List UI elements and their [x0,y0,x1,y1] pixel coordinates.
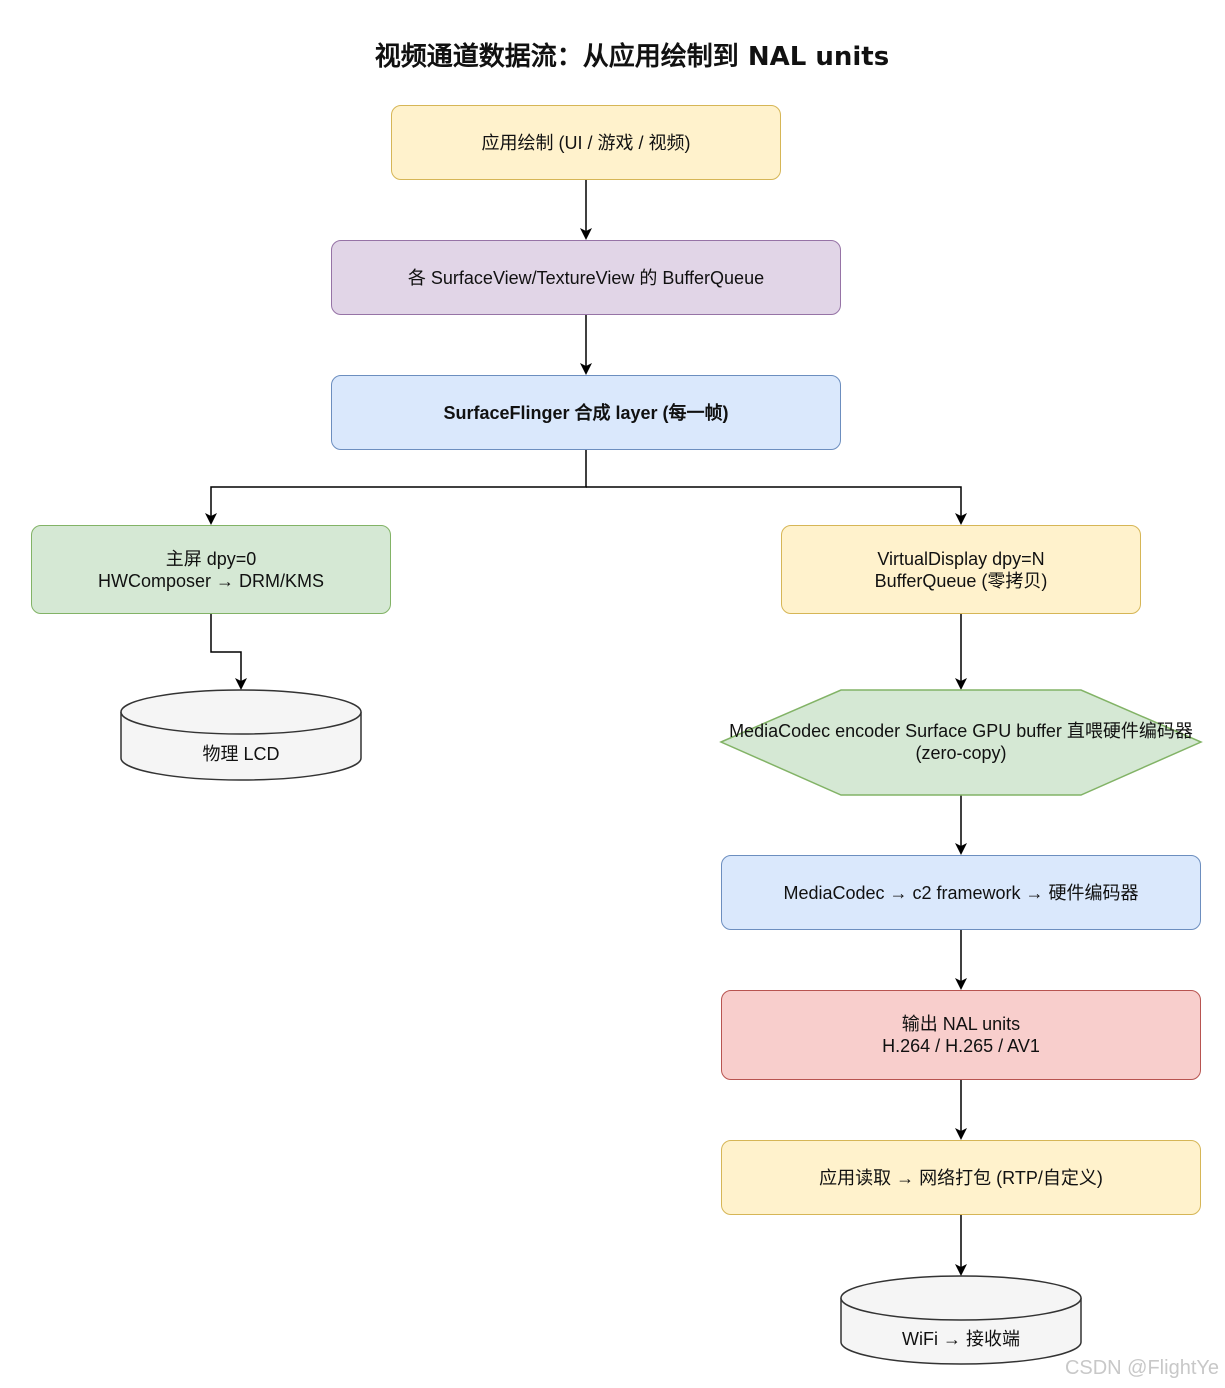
node-main-screen-line2: HWComposer → DRM/KMS [97,570,325,591]
node-nal-units-line1: 输出 NAL units [901,1014,1021,1034]
node-virtual-display-line1: VirtualDisplay dpy=N [877,548,1045,569]
node-encoder-surface-line1: MediaCodec encoder Surface [729,721,968,741]
edge-surfaceflinger-to-virtualdisplay [586,486,967,525]
node-wifi-label: WiFi → 接收端 [902,1329,1020,1349]
node-virtual-display: VirtualDisplay dpy=N BufferQueue (零拷贝) [781,525,1141,614]
encoder-surface-hexagon [719,689,1203,796]
node-main-screen-line1: 主屏 dpy=0 [165,548,257,569]
lcd-cylinder [120,689,362,781]
node-lcd-label: 物理 LCD [202,744,280,764]
node-mediacodec: MediaCodec → c2 framework → 硬件编码器 [721,855,1201,930]
edge-mainscreen-to-lcd [210,614,247,690]
node-surfaceflinger: SurfaceFlinger 合成 layer (每一帧) [331,375,841,450]
node-network-label: 应用读取 → 网络打包 (RTP/自定义) [819,1167,1103,1188]
node-mediacodec-label: MediaCodec → c2 framework → 硬件编码器 [783,882,1139,903]
node-virtual-display-line2: BufferQueue (零拷贝) [874,570,1048,591]
node-nal-units: 输出 NAL units H.264 / H.265 / AV1 [721,990,1201,1080]
watermark: CSDN @FlightYe [1064,1357,1219,1379]
node-nal-units-line2: H.264 / H.265 / AV1 [882,1036,1040,1056]
node-buffer-queue-label: 各 SurfaceView/TextureView 的 BufferQueue [407,267,765,288]
node-encoder-surface: MediaCodec encoder Surface GPU buffer 直喂… [721,720,1201,764]
node-network: 应用读取 → 网络打包 (RTP/自定义) [721,1140,1201,1215]
node-encoder-surface-line2: GPU buffer 直喂硬件编码器 (zero-copy) [915,721,1193,763]
node-main-screen: 主屏 dpy=0 HWComposer → DRM/KMS [31,525,391,614]
node-app-draw-label: 应用绘制 (UI / 游戏 / 视频) [481,132,691,153]
node-buffer-queue: 各 SurfaceView/TextureView 的 BufferQueue [331,240,841,315]
edge-surfaceflinger-to-mainscreen [205,450,587,525]
wifi-cylinder [840,1275,1082,1365]
node-surfaceflinger-label: SurfaceFlinger 合成 layer (每一帧) [443,402,729,423]
diagram-title: 视频通道数据流：从应用绘制到 NAL units [374,42,890,72]
node-app-draw: 应用绘制 (UI / 游戏 / 视频) [391,105,781,180]
